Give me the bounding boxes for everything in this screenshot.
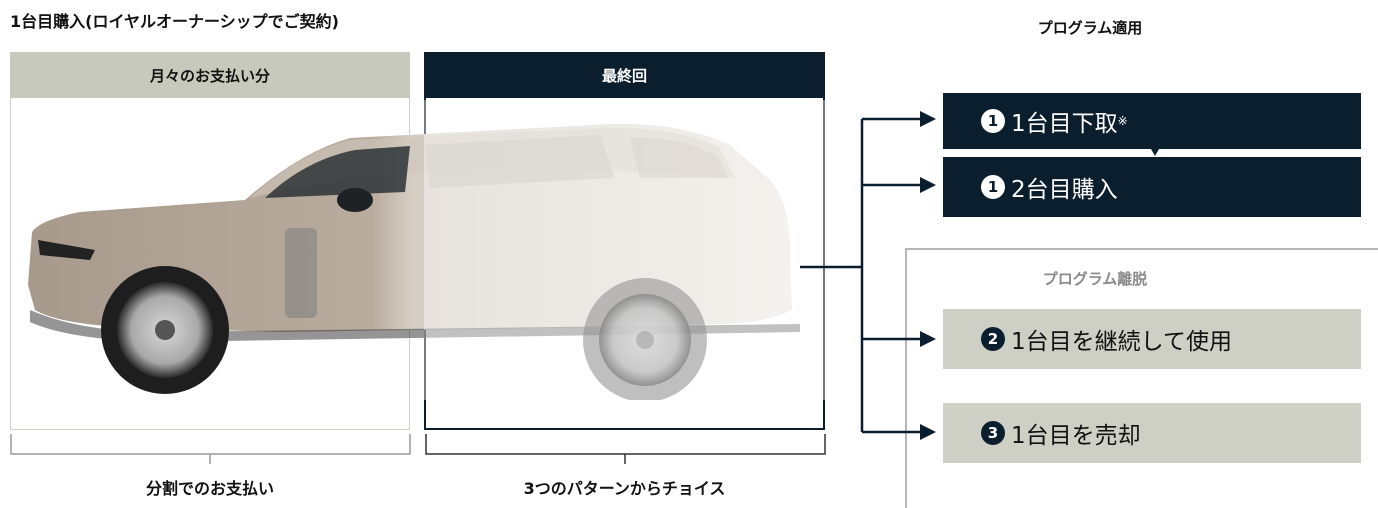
keep-car-label: 1台目を継続して使用 <box>1011 329 1232 355</box>
bottom-brackets <box>10 434 826 464</box>
trade-in-label: 1台目下取 <box>1011 111 1118 137</box>
caption-installments: 分割でのお支払い <box>145 479 274 498</box>
sell-car-label: 1台目を売却 <box>1011 423 1141 449</box>
option-trade-in-first-car: 1 1台目下取※ <box>943 93 1361 149</box>
option-buy-second-car: 1 2台目購入 <box>943 157 1361 217</box>
note-mark: ※ <box>1117 114 1128 128</box>
program-apply-title: プログラム適用 <box>1037 19 1143 37</box>
suv-car-image <box>28 100 830 400</box>
monthly-panel-header: 月々のお支払い分 <box>10 52 410 98</box>
number-three-icon: 3 <box>981 421 1005 445</box>
exit-program-title: プログラム離脱 <box>1042 270 1148 288</box>
number-one-icon: 1 <box>981 175 1005 199</box>
option-keep-first-car: 2 1台目を継続して使用 <box>943 309 1361 369</box>
buy-second-label: 2台目購入 <box>1011 177 1118 203</box>
page-title: 1台目購入(ロイヤルオーナーシップでご契約) <box>10 12 339 31</box>
number-one-icon: 1 <box>981 109 1005 133</box>
number-two-icon: 2 <box>981 327 1005 351</box>
caption-choices: 3つのパターンからチョイス <box>523 479 726 498</box>
final-panel-header: 最終回 <box>424 52 825 98</box>
exit-program-frame <box>905 248 1378 508</box>
option-sell-first-car: 3 1台目を売却 <box>943 403 1361 463</box>
